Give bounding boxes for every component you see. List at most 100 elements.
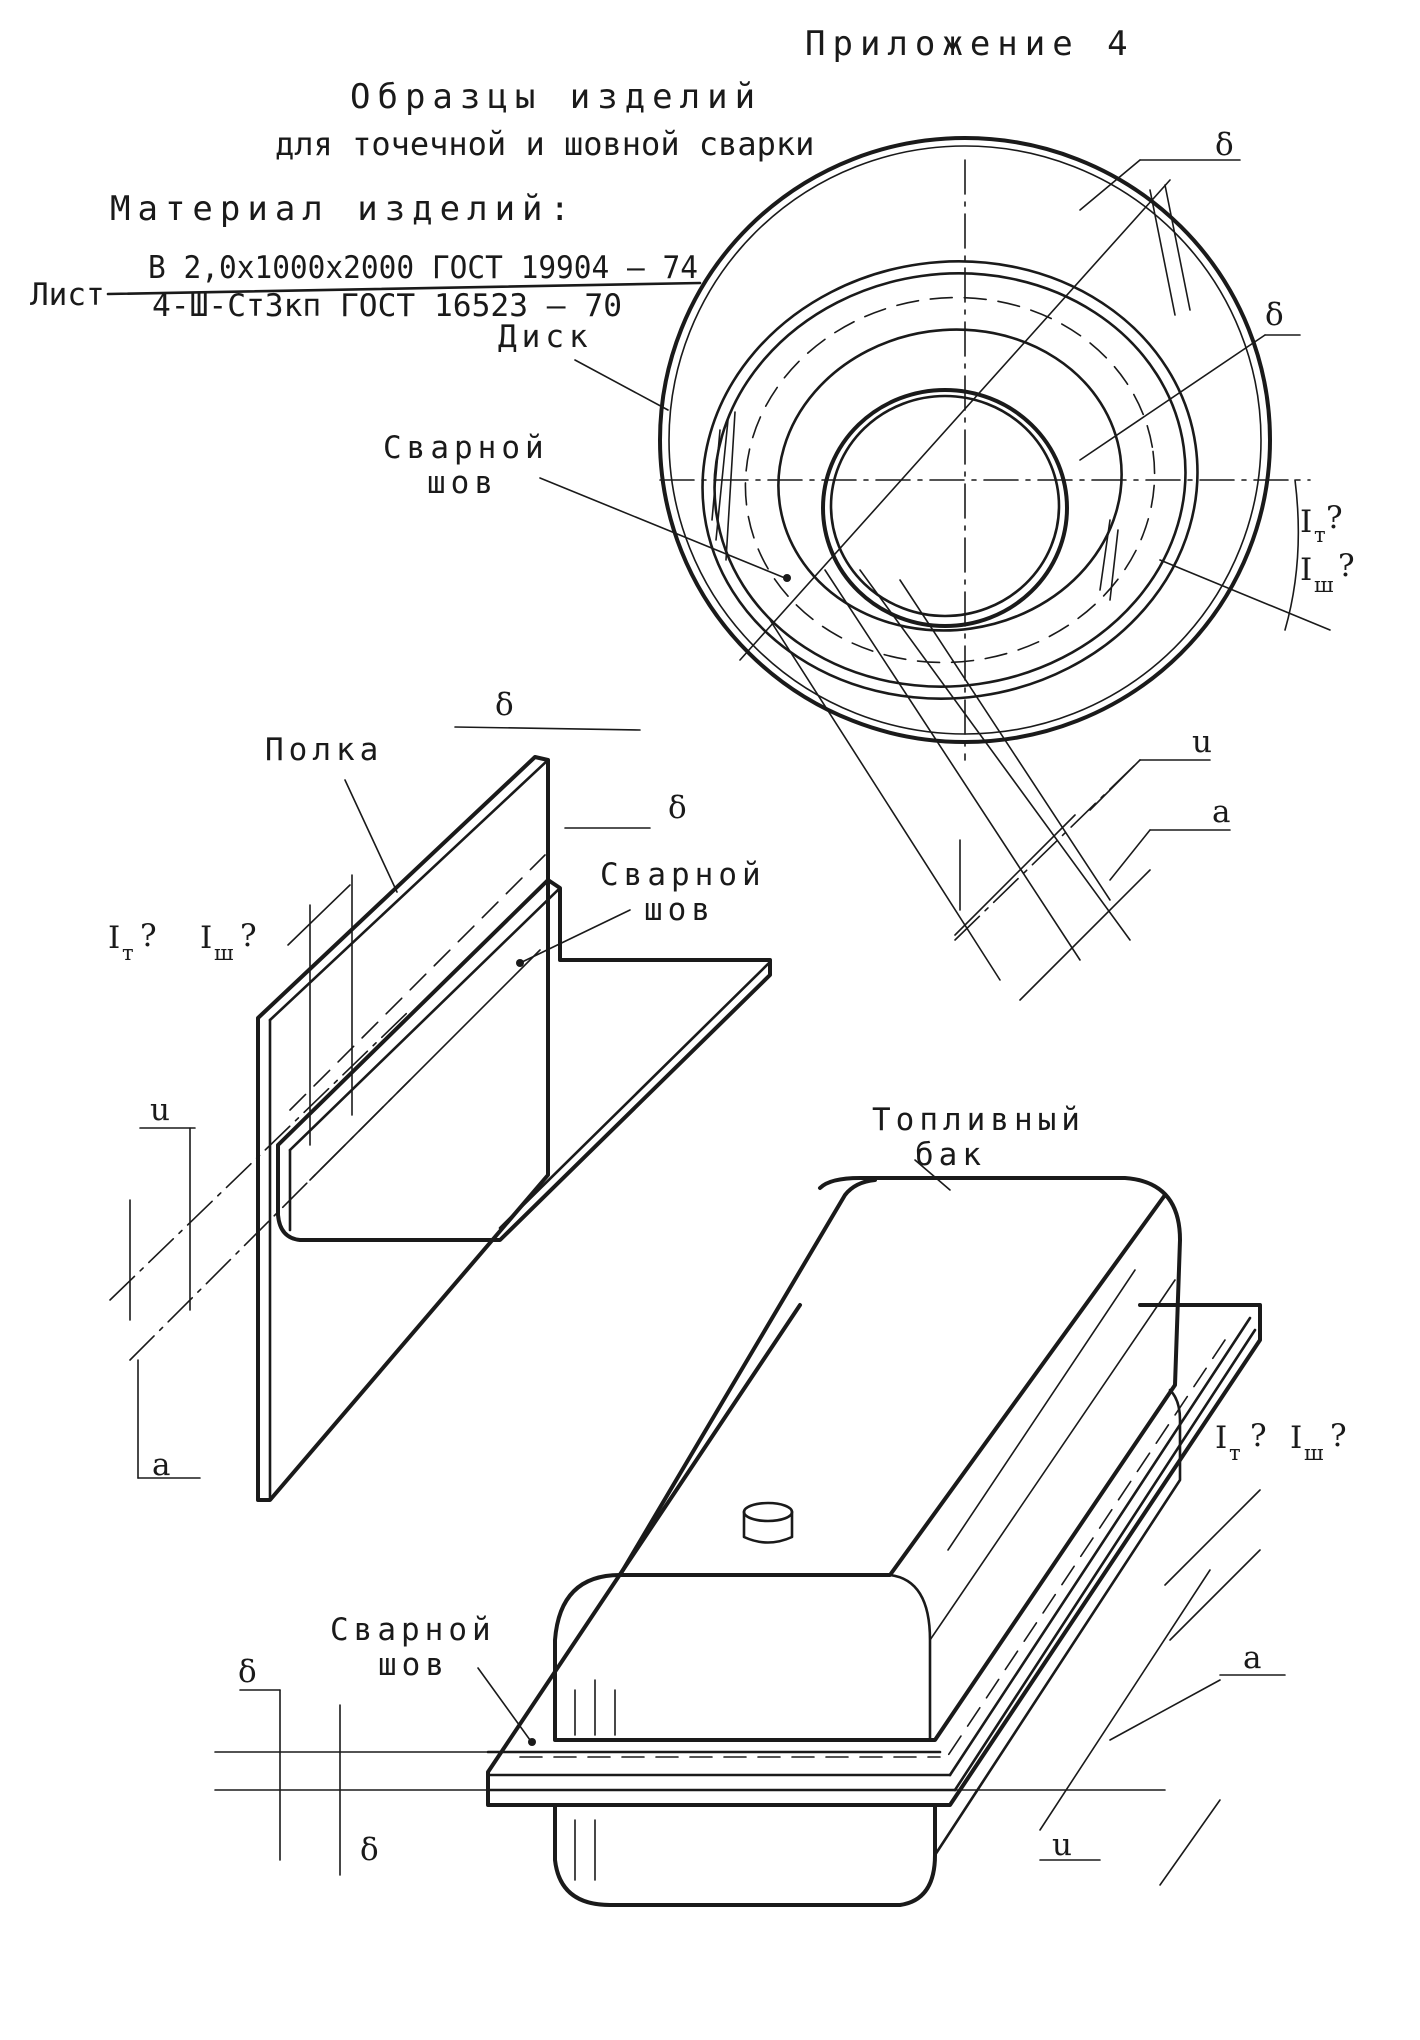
disk-weld-seam-dashed xyxy=(744,296,1156,664)
shelf-vertical-plate xyxy=(256,755,550,1502)
disk-pitch-extension xyxy=(1159,559,1331,631)
tank-a-dim xyxy=(1109,1679,1221,1741)
disk-diagonal-line xyxy=(739,179,1171,661)
tank-lower-side xyxy=(933,1388,1182,1857)
disk-pitch-q-sh: ? xyxy=(1338,548,1355,584)
tank-upper-side-line xyxy=(929,1279,1176,1641)
shelf-weld-seam-dashed xyxy=(289,854,546,1111)
tank-u-label: u xyxy=(1052,1827,1072,1863)
tank-pitch-ext-1 xyxy=(1164,1489,1261,1586)
tank-pitch-I-sh: I xyxy=(1290,1420,1302,1456)
tank-weld-label-l1: Сварной xyxy=(330,1612,496,1648)
tank-u-dim xyxy=(1039,1569,1211,1831)
tank-upper-shade-line xyxy=(947,1269,1136,1551)
tank-flange-edge-1 xyxy=(948,1316,1252,1777)
drawing-title-line1: Образцы изделий xyxy=(350,77,762,117)
shelf-delta-label-2: δ xyxy=(668,790,687,826)
shelf-part xyxy=(109,726,772,1502)
disk-delta-label-2: δ xyxy=(1265,297,1284,333)
material-fraction-bar xyxy=(106,281,702,296)
tank-pitch-q-t: ? xyxy=(1250,1418,1267,1454)
disk-pitch-I-t: I xyxy=(1300,504,1312,540)
disk-delta1-ext-a xyxy=(1149,189,1176,316)
drawing-title-line2: для точечной и шовной сварки xyxy=(275,125,814,163)
shelf-label: Полка xyxy=(265,732,383,768)
material-heading: Материал изделий: xyxy=(110,189,577,229)
shelf-a-label: a xyxy=(152,1447,170,1483)
disk-hub-outer xyxy=(821,388,1069,628)
shelf-weld-label-l1: Сварной xyxy=(600,857,766,893)
disk-section-line-1 xyxy=(824,569,1081,961)
disk-pitch-sub-t: т xyxy=(1314,523,1326,547)
shelf-dim-axis-2 xyxy=(129,1079,411,1361)
tank-upper-shade-marks xyxy=(574,1679,616,1736)
disk-weld-leader xyxy=(539,477,786,579)
disk-weld-point xyxy=(783,574,791,582)
disk-hub-inner xyxy=(829,394,1061,618)
tank-delta-label-top: δ xyxy=(238,1654,257,1690)
tank-weld-point xyxy=(528,1738,536,1746)
shelf-pitch-q-sh: ? xyxy=(240,918,257,954)
shelf-plate-top-edge xyxy=(268,758,550,1022)
shelf-delta-label-1: δ xyxy=(495,687,514,723)
shelf-pitch-I-sh: I xyxy=(200,920,212,956)
disk-section-line-4 xyxy=(769,619,1001,981)
disk-a-dim xyxy=(1019,869,1151,1001)
tank-delta-label-bottom: δ xyxy=(360,1832,379,1868)
shelf-u-label: u xyxy=(150,1092,170,1128)
shelf-pitch-sub-t: т xyxy=(122,941,134,965)
shelf-leg-inner-line xyxy=(309,949,541,1181)
appendix-label: Приложение 4 xyxy=(805,24,1135,64)
tank-weld-seam-side xyxy=(944,1339,1226,1761)
disk-weld-label-l1: Сварной xyxy=(383,430,549,466)
disk-weld-ring-inner xyxy=(713,272,1187,688)
shelf-bend-line xyxy=(288,886,562,1152)
disk-ring-inner-edge xyxy=(777,328,1123,632)
disk-section-line-2 xyxy=(859,569,1131,941)
shelf-delta1-dim xyxy=(454,726,641,731)
tank-pitch-I-t: I xyxy=(1215,1420,1227,1456)
shelf-pitch-I-t: I xyxy=(108,920,120,956)
disk-delta1-leader xyxy=(1079,159,1141,211)
disk-section-line-3 xyxy=(899,579,1111,901)
tank-flange-edge-2 xyxy=(953,1328,1257,1792)
disk-part xyxy=(658,136,1331,1001)
shelf-pitch-leader xyxy=(287,884,351,946)
tank-weld-leader xyxy=(477,1667,531,1741)
disk-weld-label-l2: шов xyxy=(427,465,498,501)
shelf-pitch-q-t: ? xyxy=(140,918,157,954)
tank-label-l2: бак xyxy=(915,1137,986,1173)
tank-label-l1: Топливный xyxy=(872,1102,1085,1138)
shelf-weld-point xyxy=(516,959,524,967)
disk-pitch-sub-sh: ш xyxy=(1314,573,1334,597)
tank-flange-outline xyxy=(486,1303,1262,1807)
tank-pitch-q-sh: ? xyxy=(1330,1418,1347,1454)
shelf-horizontal-leg xyxy=(276,878,772,1242)
shelf-weld-leader xyxy=(519,909,631,964)
tank-lower-body xyxy=(553,1803,937,1907)
disk-delta-label-1: δ xyxy=(1215,127,1234,163)
disk-label-leader xyxy=(574,359,669,411)
disk-pitch-q-t: ? xyxy=(1326,500,1343,536)
fuel-tank-part xyxy=(214,1176,1286,1907)
tank-a-label: a xyxy=(1243,1640,1261,1676)
tank-label-leader xyxy=(914,1159,951,1191)
tank-pitch-sub-t: т xyxy=(1229,1441,1241,1465)
material-prefix: Лист xyxy=(30,277,105,313)
material-denominator: 4-Ш-Ст3кп ГОСТ 16523 – 70 xyxy=(152,288,622,324)
disk-pitch-arc xyxy=(1284,479,1300,631)
shelf-leg-front-edge xyxy=(498,960,772,1230)
tank-filler-cap-top xyxy=(742,1501,794,1523)
shelf-pitch-sub-sh: ш xyxy=(214,941,234,965)
material-numerator: В 2,0х1000х2000 ГОСТ 19904 – 74 xyxy=(148,250,698,286)
disk-section-hatch xyxy=(711,411,1119,601)
tank-upper-front-right xyxy=(888,1573,932,1742)
tank-lower-shade-marks xyxy=(574,1819,596,1881)
disk-a-dim-2 xyxy=(954,814,1076,936)
disk-u-extension xyxy=(954,759,1141,941)
disk-label: Диск xyxy=(498,319,593,355)
tank-pitch-sub-sh: ш xyxy=(1304,1441,1324,1465)
tank-upper-body xyxy=(553,1176,1182,1742)
